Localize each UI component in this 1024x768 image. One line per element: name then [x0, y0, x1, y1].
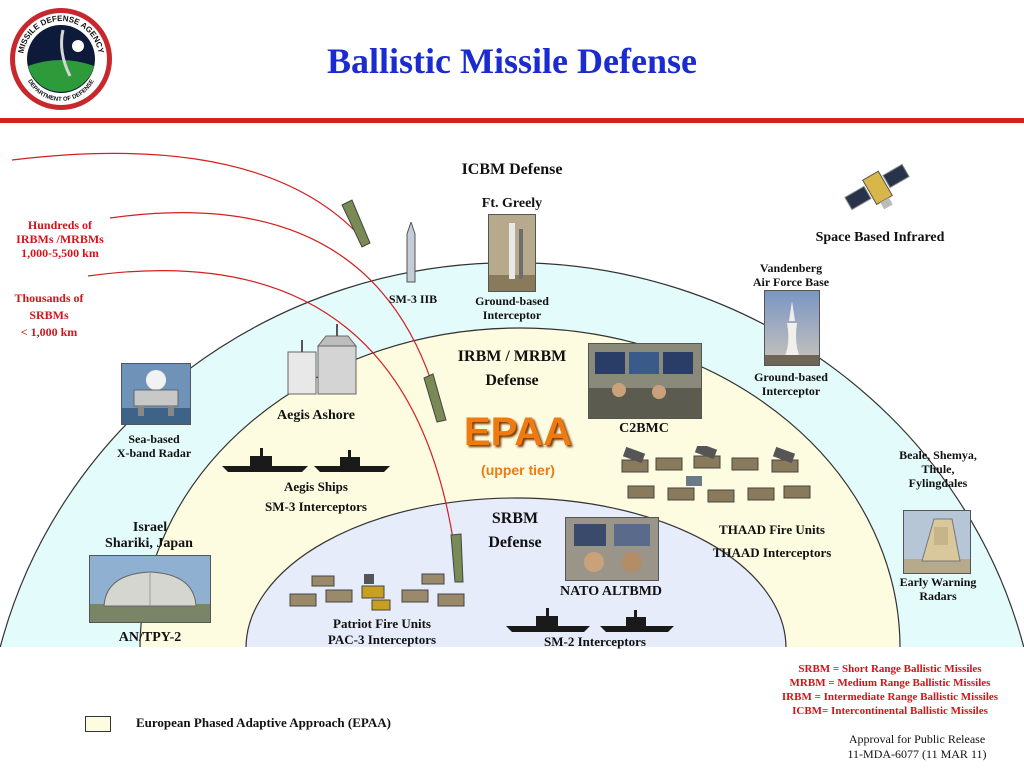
def-mrbm: MRBM = Medium Range Ballistic Missiles	[789, 677, 991, 689]
title-divider	[0, 118, 1024, 123]
icbm-zone-title: ICBM Defense	[461, 161, 563, 178]
gbi-label-2: Interceptor	[482, 308, 542, 322]
aegis-ships-label: Aegis Ships	[284, 479, 348, 494]
gbi2-label-1: Ground-based	[754, 370, 828, 384]
space-ir-label: Space Based Infrared	[815, 230, 945, 245]
patriot-label-2: PAC-3 Interceptors	[327, 632, 437, 647]
sm3-interceptors-label: SM-3 Interceptors	[265, 499, 367, 514]
israel-label: Israel	[132, 520, 168, 535]
warhead-icon	[450, 533, 464, 583]
acronym-definitions: SRBM = Short Range Ballistic Missiles MR…	[770, 662, 1010, 718]
srbm-threat-2: SRBMs	[29, 308, 69, 322]
early-warning-label-1: Early Warning	[899, 575, 977, 589]
page-title: Ballistic Missile Defense	[327, 41, 697, 81]
epaa-legend-text: European Phased Adaptive Approach (EPAA)	[136, 715, 391, 730]
patriot-units-icon	[289, 573, 465, 611]
vandenberg-photo	[764, 290, 820, 366]
vandenberg-label-1: Vandenberg	[759, 261, 823, 275]
thaad-units-icon	[621, 446, 811, 503]
beale-label-2: Thule,	[921, 462, 955, 476]
nato-altbmd-photo	[565, 517, 659, 581]
srbm-trajectory	[87, 269, 459, 576]
thaad-units-label: THAAD Fire Units	[719, 522, 825, 537]
beale-label-3: Fylingdales	[908, 476, 968, 490]
sm2-label: SM-2 Interceptors	[544, 634, 646, 649]
an-tpy2-photo	[89, 555, 211, 623]
patriot-label-1: Patriot Fire Units	[333, 616, 431, 631]
an-tpy2-label: AN/TPY-2	[118, 630, 182, 645]
srbm-threat-3: < 1,000 km	[20, 325, 78, 339]
early-warning-label-2: Radars	[919, 589, 957, 603]
sbx-radar-photo	[121, 363, 191, 425]
sm2-ships-icon	[506, 608, 674, 632]
sbx-label-2: X-band Radar	[116, 446, 192, 460]
gbi-label-1: Ground-based	[475, 294, 549, 308]
ft-greely-photo	[488, 214, 536, 292]
epaa-label: EPAA	[463, 410, 573, 454]
satellite-icon	[844, 163, 910, 211]
srbm-zone-title-2: Defense	[488, 534, 542, 551]
approval-line-1: Approval for Public Release	[848, 732, 986, 746]
early-warning-radar-photo	[903, 510, 971, 574]
def-srbm: SRBM = Short Range Ballistic Missiles	[798, 663, 982, 675]
ft-greely-label: Ft. Greely	[481, 196, 543, 211]
irbm-threat-1: Hundreds of	[27, 218, 93, 232]
irbm-threat-3: 1,000-5,500 km	[21, 246, 99, 260]
irbm-threat-2: IRBMs /MRBMs	[16, 232, 104, 246]
sbx-label-1: Sea-based	[128, 432, 180, 446]
irbm-trajectory	[109, 212, 441, 411]
srbm-threat-1: Thousands of	[14, 291, 84, 305]
c2bmc-label: C2BMC	[619, 421, 669, 436]
warhead-icon	[423, 373, 447, 423]
warhead-icon	[341, 199, 371, 248]
irbm-zone-title-1: IRBM / MRBM	[457, 348, 567, 365]
upper-tier-label: (upper tier)	[481, 462, 555, 478]
aegis-ashore-label: Aegis Ashore	[277, 408, 355, 423]
gbi2-label-2: Interceptor	[761, 384, 821, 398]
c2bmc-photo	[588, 343, 702, 419]
aegis-ships-icon	[222, 448, 390, 472]
sm3-iib-missile-icon	[406, 222, 416, 283]
irbm-zone-title-2: Defense	[485, 372, 539, 389]
approval-notice: Approval for Public Release 11-MDA-6077 …	[842, 732, 992, 762]
shariki-label: Shariki, Japan	[105, 536, 193, 551]
thaad-interceptors-label: THAAD Interceptors	[712, 545, 832, 560]
def-icbm: ICBM= Intercontinental Ballistic Missile…	[792, 705, 988, 717]
approval-line-2: 11-MDA-6077 (11 MAR 11)	[847, 747, 987, 761]
beale-label-1: Beale, Shemya,	[899, 448, 977, 462]
def-irbm: IRBM = Intermediate Range Ballistic Miss…	[781, 691, 999, 703]
icbm-trajectory	[11, 152, 361, 237]
mda-logo: MISSILE DEFENSE AGENCY DEPARTMENT OF DEF…	[10, 8, 112, 110]
nato-altbmd-label: NATO ALTBMD	[559, 584, 663, 599]
epaa-legend-swatch	[85, 716, 111, 732]
vandenberg-label-2: Air Force Base	[752, 275, 830, 289]
aegis-ashore-icon	[287, 324, 358, 395]
sm3-iib-label: SM-3 IIB	[388, 292, 438, 306]
srbm-zone-title-1: SRBM	[491, 510, 539, 527]
